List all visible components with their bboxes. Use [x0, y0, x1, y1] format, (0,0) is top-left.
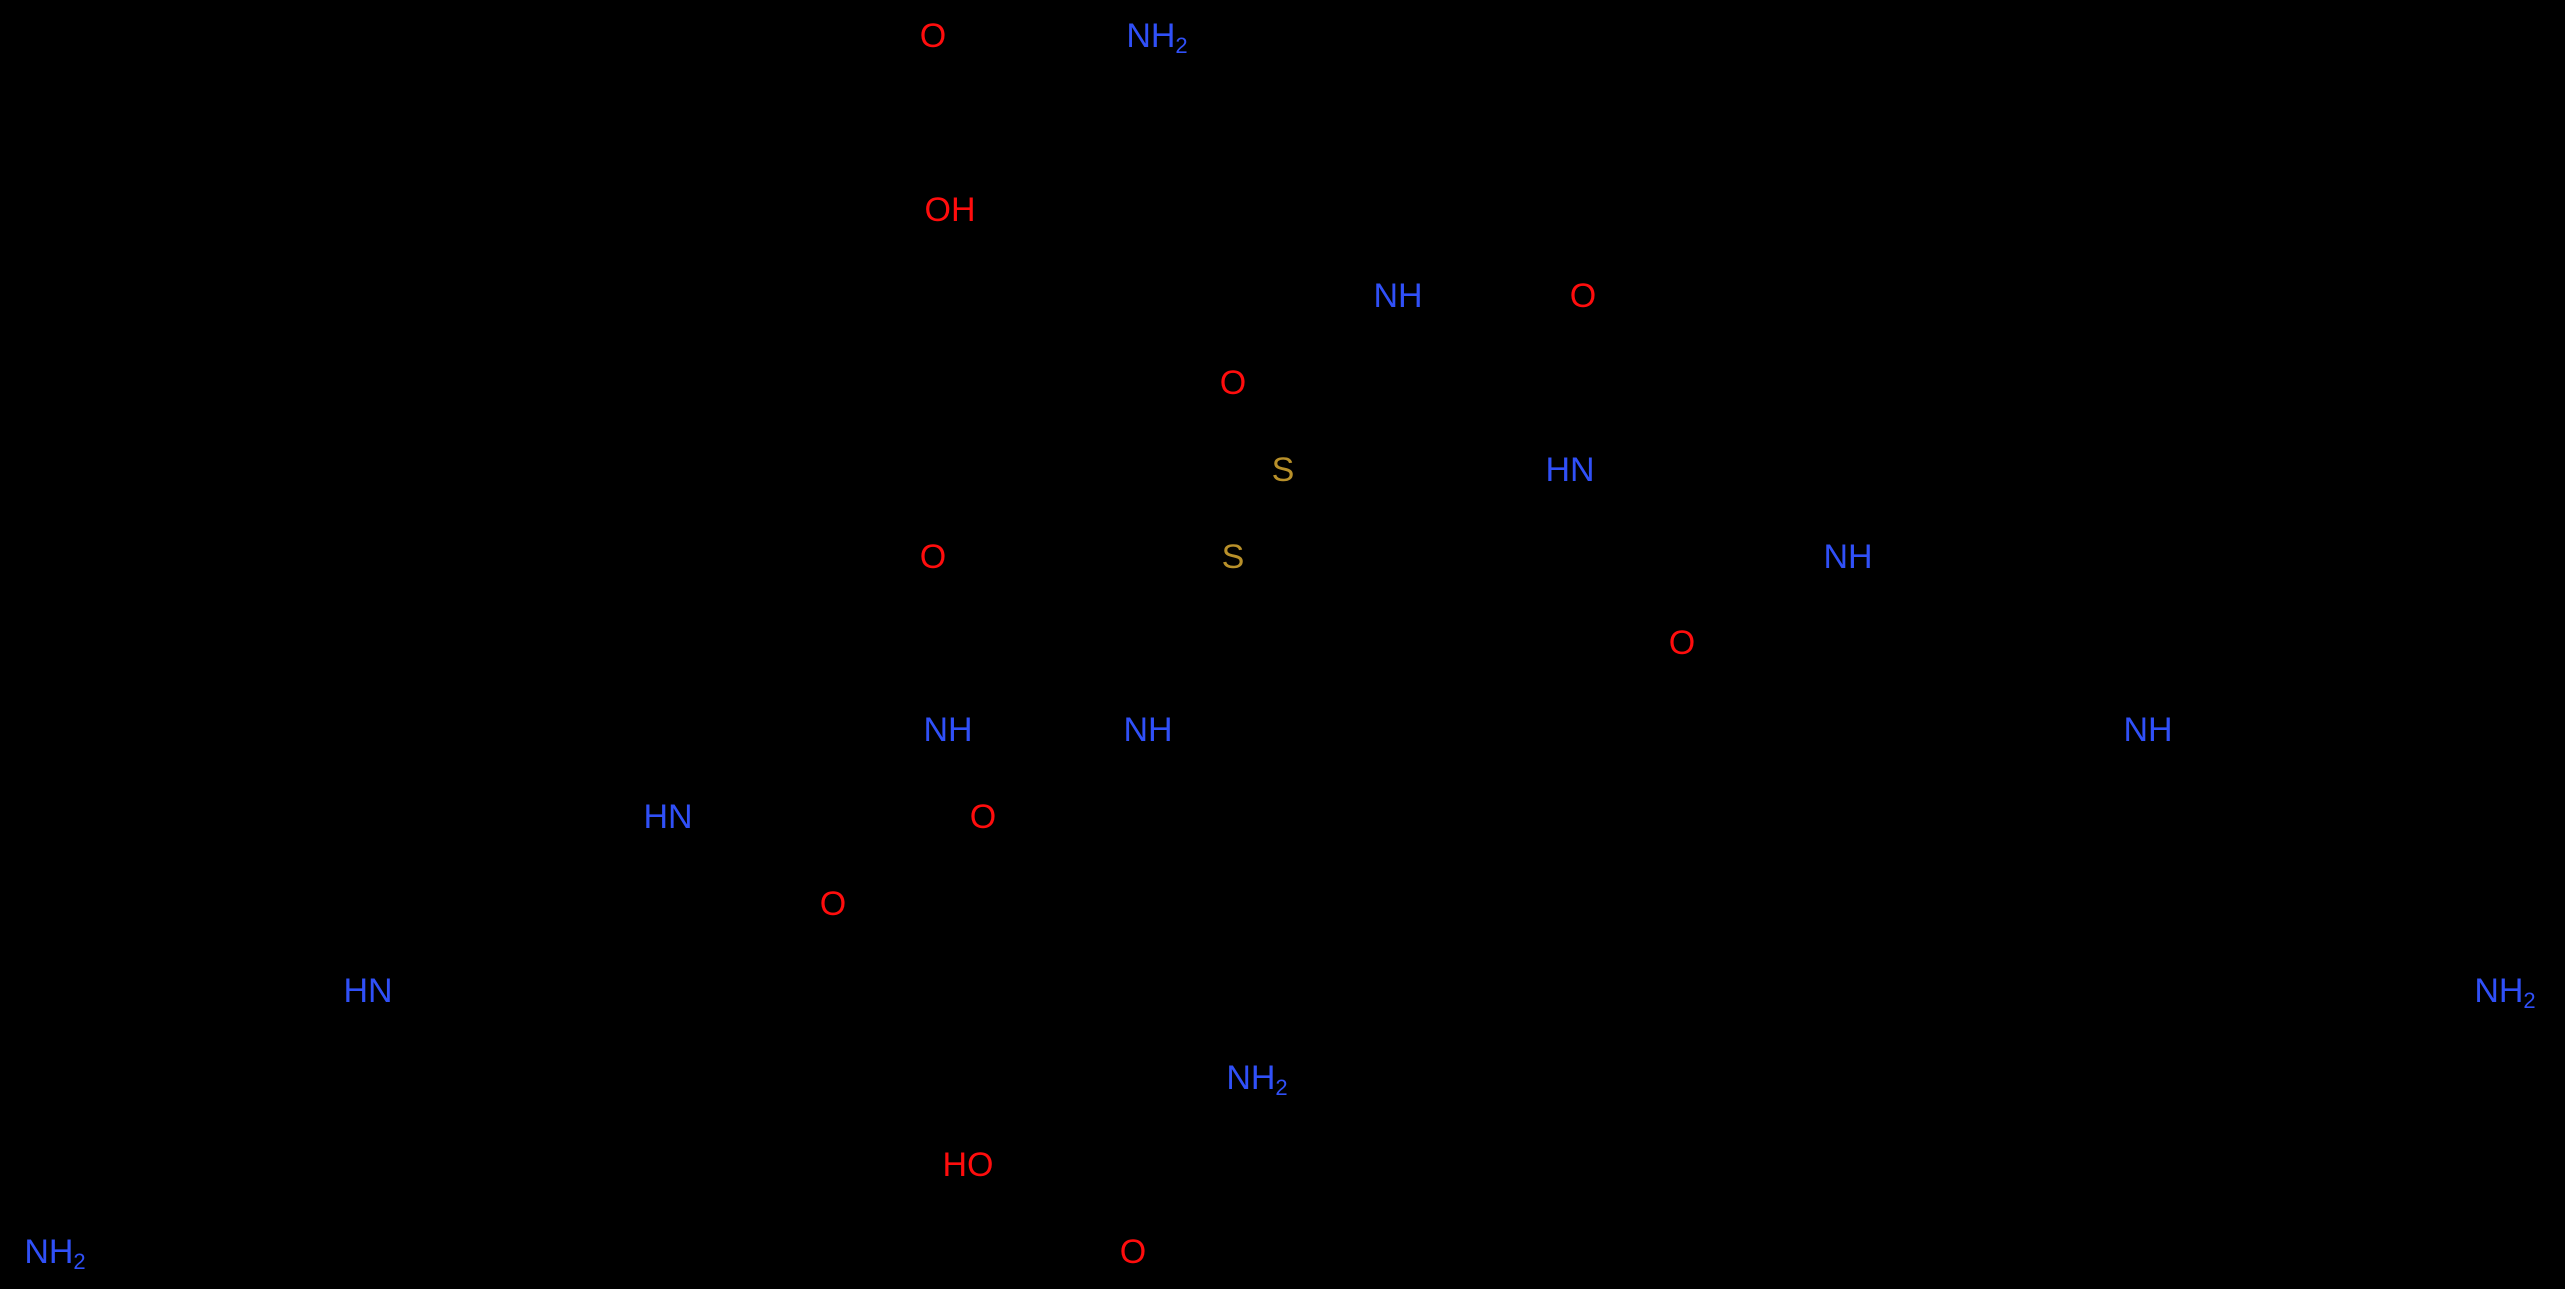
atom-symbol: NH [1823, 538, 1873, 576]
atom-symbol: HN [343, 972, 393, 1010]
atom-label-nitrogen: NH2 [1126, 17, 1187, 57]
atom-symbol: NH [2123, 711, 2173, 749]
atom-subscript: 2 [1175, 33, 1188, 58]
atom-symbol: O [919, 538, 947, 576]
atom-label-oxygen: O [820, 887, 846, 921]
atom-symbol: NH [1226, 1059, 1276, 1097]
atom-symbol: NH [24, 1233, 74, 1271]
atom-label-nitrogen: NH2 [24, 1233, 85, 1273]
atom-label-nitrogen: HN [1545, 453, 1594, 487]
atom-symbol: NH [923, 711, 973, 749]
atom-label-oxygen: O [920, 19, 946, 53]
atom-label-nitrogen: NH [1373, 279, 1422, 313]
atom-symbol: NH [1123, 711, 1173, 749]
atom-label-oxygen: O [970, 800, 996, 834]
atom-symbol: O [819, 885, 847, 923]
atom-label-oxygen: O [1220, 366, 1246, 400]
atom-label-nitrogen: HN [643, 800, 692, 834]
atom-symbol: O [1668, 624, 1696, 662]
atom-symbol: O [1119, 1233, 1147, 1271]
atom-subscript: 2 [2523, 988, 2536, 1013]
atom-label-nitrogen: NH2 [1226, 1059, 1287, 1099]
atom-label-nitrogen: NH [1823, 540, 1872, 574]
atom-subscript: 2 [73, 1249, 86, 1274]
atom-symbol: O [1569, 277, 1597, 315]
atom-label-sulfur: S [1272, 453, 1295, 487]
atom-label-oxygen: O [1120, 1235, 1146, 1269]
atom-subscript: 2 [1275, 1075, 1288, 1100]
atom-symbol: S [1221, 538, 1245, 576]
atom-symbol: OH [924, 191, 976, 229]
atom-label-oxygen: OH [925, 193, 976, 227]
atom-symbol: HO [942, 1146, 994, 1184]
atom-symbol: NH [1373, 277, 1423, 315]
atom-label-oxygen: O [1570, 279, 1596, 313]
atom-label-oxygen: HO [943, 1148, 994, 1182]
atom-symbol: O [1219, 364, 1247, 402]
atom-label-nitrogen: HN [343, 974, 392, 1008]
atom-label-oxygen: O [1669, 626, 1695, 660]
atom-label-nitrogen: NH [1123, 713, 1172, 747]
atom-symbol: NH [2474, 972, 2524, 1010]
atom-label-nitrogen: NH [2123, 713, 2172, 747]
atom-symbol: S [1271, 451, 1295, 489]
atom-label-nitrogen: NH [923, 713, 972, 747]
atom-label-sulfur: S [1222, 540, 1245, 574]
atom-symbol: NH [1126, 17, 1176, 55]
atom-symbol: O [969, 798, 997, 836]
atom-symbol: HN [1545, 451, 1595, 489]
atom-symbol: HN [643, 798, 693, 836]
atom-symbol: O [919, 17, 947, 55]
atom-label-oxygen: O [920, 540, 946, 574]
atom-label-nitrogen: NH2 [2474, 972, 2535, 1012]
